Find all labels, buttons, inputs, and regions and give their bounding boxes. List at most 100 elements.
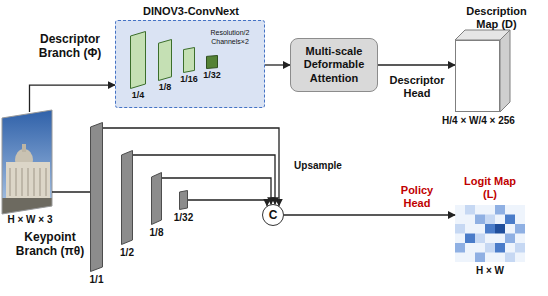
scale-label: 1/16 — [174, 74, 204, 85]
text-holder: H × W × 3 — [0, 214, 60, 226]
text-holder: C — [263, 205, 283, 225]
image-size: H × W × 3 — [0, 214, 60, 226]
description-map: Description Map (D)H/4 × W/4 × 256 — [455, 40, 500, 112]
block-shape — [90, 122, 103, 272]
block-shape — [183, 47, 195, 73]
text-holder: Logit Map (L) — [459, 175, 521, 201]
lantern — [22, 144, 26, 152]
cell — [505, 234, 515, 244]
text-holder: 1/8 — [142, 227, 172, 239]
block-outline — [152, 173, 162, 225]
feature-block: 1/16 — [183, 47, 195, 73]
block-outline — [207, 56, 218, 69]
input-image — [0, 108, 56, 218]
concat-symbol: C — [269, 208, 278, 222]
cell — [475, 215, 485, 225]
text-holder: 1/16 — [174, 74, 204, 85]
cell — [455, 224, 465, 234]
map-size: H × W — [460, 265, 520, 277]
connector — [52, 191, 90, 192]
block-shape — [179, 190, 188, 210]
cell — [455, 243, 465, 253]
edge-label: Descriptor Branch (Φ) — [32, 32, 108, 61]
map-title: Logit Map (L) — [459, 175, 521, 201]
edge-label: Descriptor Head — [384, 74, 450, 100]
text-holder: Descriptor Head — [384, 74, 450, 100]
edge-label: Upsample — [288, 160, 348, 172]
feature-block: 1/2 — [121, 150, 133, 245]
scale-label: 1/32 — [169, 212, 199, 224]
cell — [475, 234, 485, 244]
text-holder: DINOV3-ConvNext — [116, 5, 266, 18]
cell — [495, 224, 505, 234]
block-outline — [131, 32, 146, 89]
cell — [465, 205, 475, 215]
block-outline — [159, 40, 172, 81]
block-shape — [206, 55, 218, 69]
block-shape — [130, 31, 146, 89]
text-holder: 1/4 — [123, 90, 153, 101]
cell — [505, 253, 515, 263]
scale-note: Resolution/2 Channels×2 — [199, 29, 261, 47]
text-holder: 1/32 — [169, 212, 199, 224]
connector — [265, 64, 290, 65]
logit-map: Logit Map (L)H × W — [455, 205, 525, 262]
text-holder: 1/2 — [112, 247, 142, 259]
logit-heatmap — [455, 205, 525, 262]
feature-block: 1/1 — [90, 122, 103, 272]
text-holder: 1/8 — [150, 82, 180, 93]
text-holder: Descriptor Branch (Φ) — [32, 32, 108, 61]
cell — [485, 215, 495, 225]
block-shape — [158, 39, 172, 81]
scale-label: 1/8 — [142, 227, 172, 239]
cell — [485, 243, 495, 253]
cell — [465, 234, 475, 244]
text-holder: 1/1 — [82, 274, 112, 286]
map-size: H/4 × W/4 × 256 — [431, 115, 527, 127]
cell — [495, 205, 505, 215]
edge-label: Policy Head — [392, 184, 442, 210]
feature-block: 1/4 — [130, 31, 146, 89]
block-shape — [121, 150, 133, 245]
backbone-title: DINOV3-ConvNext — [116, 5, 266, 18]
connector — [284, 214, 455, 215]
cell — [485, 224, 495, 234]
sky — [0, 108, 56, 218]
block-outline — [180, 191, 188, 210]
map-side-face — [500, 30, 510, 112]
text-holder: Resolution/2 Channels×2 — [199, 29, 261, 47]
feature-block: 1/8 — [158, 39, 172, 81]
feature-block: 1/8 — [151, 172, 162, 225]
map-title: Description Map (D) — [458, 5, 536, 31]
feature-block: 1/32 — [206, 55, 218, 69]
image-frame — [2, 110, 52, 214]
block-outline — [91, 123, 103, 272]
connector — [188, 200, 267, 206]
scale-label: 1/8 — [150, 82, 180, 93]
cell — [495, 243, 505, 253]
heatmap-ground — [455, 205, 525, 262]
cell — [515, 224, 525, 234]
text-holder: Keypoint Branch (πθ) — [12, 230, 88, 259]
scale-label: 1/1 — [82, 274, 112, 286]
connector — [30, 85, 116, 112]
cell — [515, 243, 525, 253]
scale-label: 1/32 — [197, 70, 227, 81]
cell — [475, 253, 485, 263]
text-holder: Upsample — [288, 160, 348, 172]
block-outline — [122, 151, 133, 245]
input-image: H × W × 3 — [2, 112, 52, 212]
text-holder: 1/32 — [197, 70, 227, 81]
connector — [378, 64, 455, 65]
text-holder: H/4 × W/4 × 256 — [431, 115, 527, 127]
feature-block: 1/32 — [179, 190, 188, 210]
edge-label: Keypoint Branch (πθ) — [12, 230, 88, 259]
text-holder: Multi-scale Deformable Attention — [291, 39, 377, 91]
box-label: Multi-scale Deformable Attention — [295, 45, 373, 85]
text-holder: Description Map (D) — [458, 5, 536, 31]
concat-circle: C — [262, 204, 284, 226]
scale-label: 1/4 — [123, 90, 153, 101]
block-outline — [184, 48, 195, 73]
attention-box: Multi-scale Deformable Attention — [290, 38, 378, 92]
cell — [505, 215, 515, 225]
